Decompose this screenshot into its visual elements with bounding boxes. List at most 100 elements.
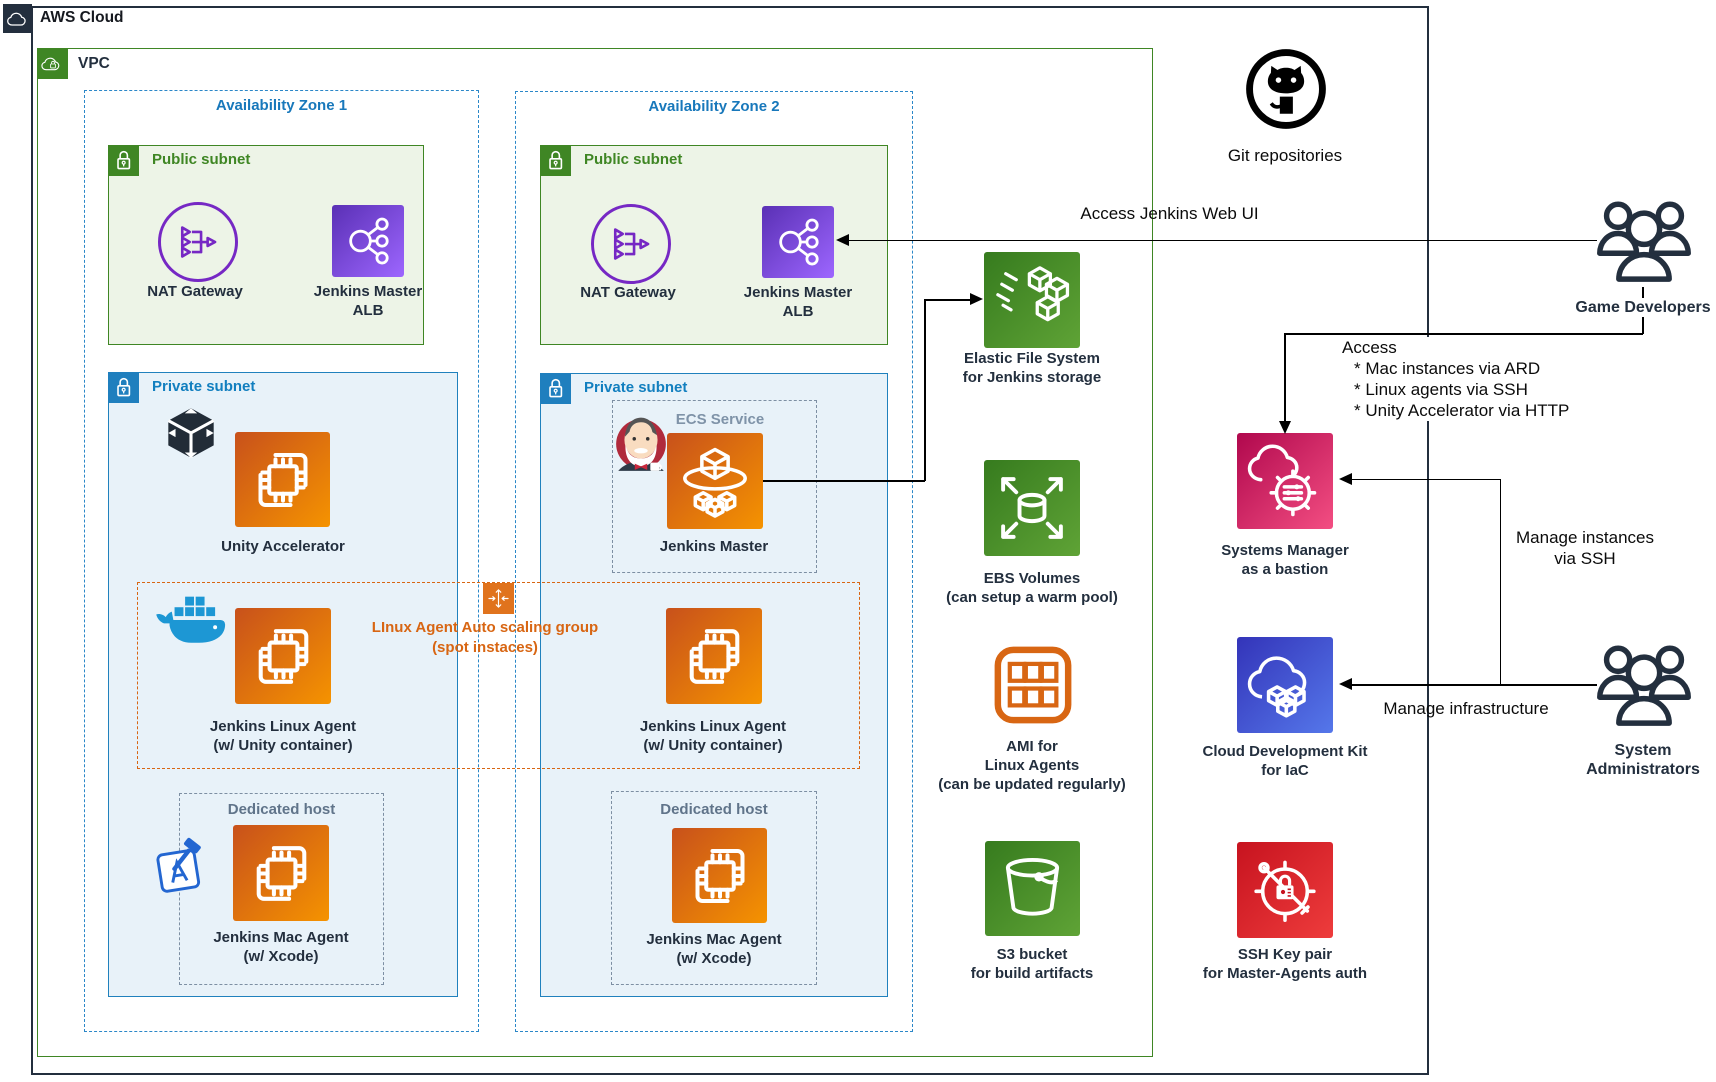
auto-scaling-group xyxy=(137,582,860,769)
access-title: Access xyxy=(1342,338,1397,357)
aws-cloud-label: AWS Cloud xyxy=(40,9,124,26)
unity-accelerator-icon xyxy=(235,432,330,527)
ebs-line2: (can setup a warm pool) xyxy=(946,589,1118,606)
vpc-group xyxy=(37,48,1153,1057)
ssm-line2: as a bastion xyxy=(1241,561,1329,578)
mac2-line1: Jenkins Mac Agent xyxy=(646,931,782,948)
auto-scaling-group-icon xyxy=(483,583,514,614)
line-jm-efs xyxy=(924,299,972,301)
jenkins-master-label: Jenkins Master xyxy=(659,538,769,555)
efs-label: Elastic File System for Jenkins storage xyxy=(952,349,1112,387)
s3-line2: for build artifacts xyxy=(970,965,1094,982)
cdk-line2: for IaC xyxy=(1261,762,1309,779)
public-subnet-az2-label: Public subnet xyxy=(584,151,683,168)
alb2-line1: Jenkins Master xyxy=(743,284,853,301)
public-subnet-az1-label: Public subnet xyxy=(152,151,251,168)
cdk-icon xyxy=(1237,637,1333,733)
manage-instances-line1: Manage instances xyxy=(1516,528,1654,547)
nat-gateway-az2-icon xyxy=(591,204,671,284)
az1-label: Availability Zone 1 xyxy=(215,97,348,114)
private-subnet-az1-lock-icon xyxy=(108,372,139,403)
ami-line3: (can be updated regularly) xyxy=(938,776,1126,793)
jenkins-master-alb-az2-icon xyxy=(762,206,834,278)
lin1-line2: (w/ Unity container) xyxy=(213,737,353,754)
docker-icon xyxy=(154,590,234,650)
dedicated-host-az2-label: Dedicated host xyxy=(660,801,768,818)
jenkins-mac-agent-az2-label: Jenkins Mac Agent (w/ Xcode) xyxy=(630,930,798,968)
game-developers-label: Game Developers xyxy=(1558,298,1716,317)
efs-line2: for Jenkins storage xyxy=(962,369,1102,386)
sysadmin-line2: Administrators xyxy=(1586,761,1700,778)
efs-line1: Elastic File System xyxy=(964,350,1100,367)
alb1-line2: ALB xyxy=(352,302,384,319)
aws-cloud-group xyxy=(31,6,1429,1075)
line-gamedev-across xyxy=(1284,333,1643,335)
lin1-line1: Jenkins Linux Agent xyxy=(209,718,357,735)
jenkins-linux-agent-az1-icon xyxy=(235,608,331,704)
arrowhead-efs xyxy=(970,293,983,305)
github-icon xyxy=(1242,45,1330,133)
private-subnet-az1-label: Private subnet xyxy=(152,378,256,395)
lin2-line1: Jenkins Linux Agent xyxy=(639,718,787,735)
jenkins-linux-agent-az2-icon xyxy=(666,608,762,704)
aws-cloud-icon xyxy=(3,4,32,33)
dedicated-host-az1-label: Dedicated host xyxy=(227,801,336,818)
alb1-line1: Jenkins Master xyxy=(313,283,423,300)
s3-bucket-icon xyxy=(985,841,1080,936)
az2-label: Availability Zone 2 xyxy=(648,98,780,115)
ssh-line1: SSH Key pair xyxy=(1237,946,1333,963)
jenkins-mac-agent-az2-icon xyxy=(672,828,767,923)
jenkins-mascot-icon xyxy=(612,410,670,478)
manage-instances-line2: via SSH xyxy=(1554,549,1616,568)
arrowhead-ssm-top xyxy=(1279,421,1291,434)
ami-line1: AMI for xyxy=(1006,738,1058,755)
arrowhead-ssm-right xyxy=(1339,472,1352,485)
asg-label-line2: (spot instaces) xyxy=(432,639,538,656)
private-subnet-az2-label: Private subnet xyxy=(584,379,688,396)
line-gamedev-down xyxy=(1284,333,1286,422)
ami-icon xyxy=(988,639,1078,731)
line-jm-up xyxy=(924,299,926,481)
arrowhead-alb xyxy=(836,233,849,246)
alb2-line2: ALB xyxy=(782,303,814,320)
line-mi-horiz xyxy=(1351,478,1501,481)
unity-logo-icon xyxy=(158,401,224,469)
private-subnet-az2-lock-icon xyxy=(540,373,571,404)
jenkins-linux-agent-az1-label: Jenkins Linux Agent (w/ Unity container) xyxy=(199,717,367,755)
dedicated-host-az2 xyxy=(611,791,817,985)
availability-zone-1 xyxy=(84,90,479,1032)
line-jm-right xyxy=(763,480,925,482)
git-repositories-label: Git repositories xyxy=(1227,146,1343,165)
availability-zone-2 xyxy=(515,91,913,1032)
access-line1: * Mac instances via ARD xyxy=(1354,359,1541,378)
xcode-icon xyxy=(148,833,214,895)
jenkins-mac-agent-az1-icon xyxy=(233,825,329,921)
efs-icon xyxy=(984,252,1080,348)
system-administrators-icon xyxy=(1595,640,1693,730)
mac1-line2: (w/ Xcode) xyxy=(243,948,319,965)
line-minf xyxy=(1351,684,1597,686)
jenkins-linux-agent-az2-label: Jenkins Linux Agent(w/ Unity container) xyxy=(629,717,797,755)
jenkins-mac-agent-az1-label: Jenkins Mac Agent(w/ Xcode) xyxy=(197,928,365,966)
ami-line2: Linux Agents xyxy=(984,757,1080,774)
jenkins-master-ecs-icon xyxy=(667,433,763,529)
access-jenkins-webui-annotation: Access Jenkins Web UI xyxy=(1080,204,1259,223)
arrowhead-cdk xyxy=(1339,678,1352,690)
nat-gateway-az1-label: NAT Gateway xyxy=(147,283,243,300)
ecs-service-label: ECS Service xyxy=(675,411,765,428)
access-line2: * Linux agents via SSH xyxy=(1354,380,1528,399)
access-annotation-block: Access * Mac instances via ARD * Linux a… xyxy=(1342,337,1580,421)
manage-instances-annotation: Manage instances via SSH xyxy=(1500,527,1670,569)
mac2-line2: (w/ Xcode) xyxy=(676,950,752,967)
nat-gateway-az1-icon xyxy=(158,202,238,282)
sysadmin-line1: System xyxy=(1614,742,1672,759)
line-mi-vert xyxy=(1499,478,1502,686)
s3-line1: S3 bucket xyxy=(996,946,1068,963)
line-access-webui xyxy=(848,239,1597,242)
